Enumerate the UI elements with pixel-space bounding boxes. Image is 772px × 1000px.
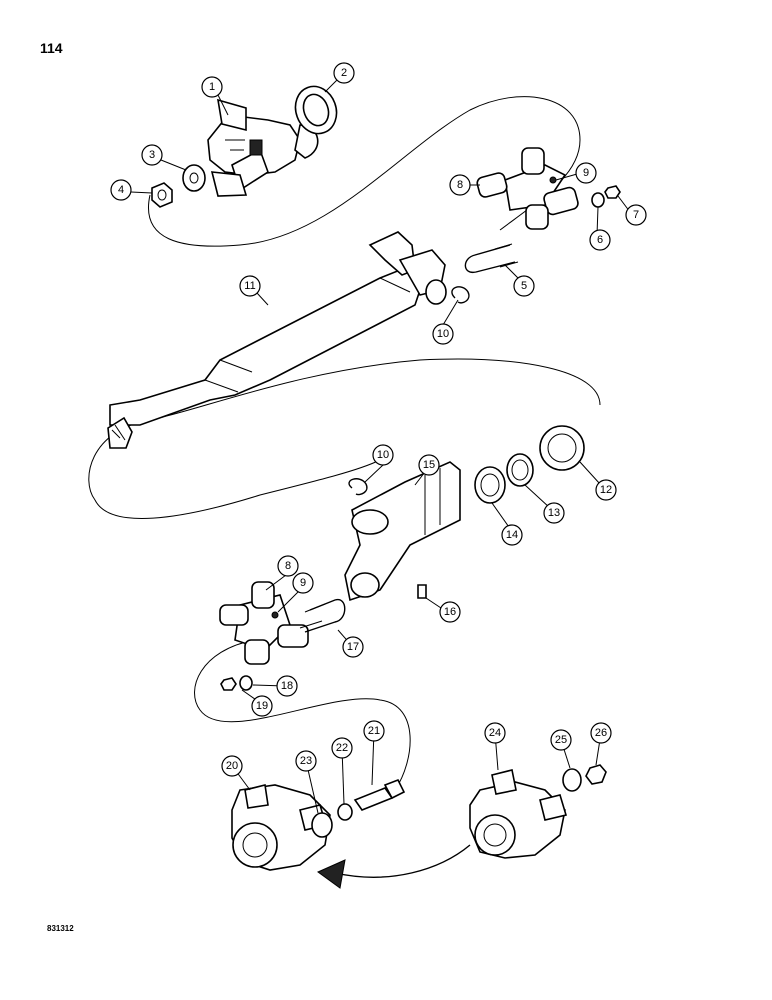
- drive-shaft-tube: [107, 231, 447, 449]
- callout-7: 7: [625, 204, 647, 226]
- svg-text:9: 9: [300, 577, 306, 589]
- grease-fitting: [417, 584, 427, 599]
- snap-ring-lower: [348, 478, 368, 496]
- callout-20: 20: [221, 755, 243, 777]
- seal-ring-top: [294, 85, 338, 135]
- callout-8-top: 8: [449, 174, 471, 196]
- callout-18: 18: [276, 675, 298, 697]
- svg-text:20: 20: [226, 760, 238, 772]
- middle-group-loop: [88, 358, 601, 519]
- page-number: 114: [40, 40, 63, 56]
- callout-16: 16: [439, 601, 461, 623]
- yoke-flange-top: [207, 98, 319, 197]
- universal-joint-cross-top: [476, 147, 579, 230]
- lock-washer-lower: [239, 675, 253, 691]
- washer-23: [311, 812, 333, 838]
- callout-10-lower: 10: [372, 444, 394, 466]
- svg-text:2: 2: [341, 67, 347, 79]
- upper-group-loop: [148, 96, 581, 247]
- callout-24: 24: [484, 722, 506, 744]
- svg-text:15: 15: [423, 459, 435, 471]
- callout-5: 5: [513, 275, 535, 297]
- lock-washer-22: [337, 803, 353, 821]
- svg-text:14: 14: [506, 529, 518, 541]
- svg-text:4: 4: [118, 184, 124, 196]
- lower-group-loop: [194, 639, 411, 791]
- svg-text:23: 23: [300, 755, 312, 767]
- flange-yoke-right: [469, 769, 568, 859]
- flange-yoke-left: [231, 784, 331, 871]
- svg-text:9: 9: [583, 167, 589, 179]
- svg-text:5: 5: [521, 280, 527, 292]
- svg-text:3: 3: [149, 149, 155, 161]
- callout-2: 2: [333, 62, 355, 84]
- callout-13: 13: [543, 502, 565, 524]
- svg-text:10: 10: [437, 328, 449, 340]
- arrow-head: [317, 859, 346, 889]
- ring-13: [506, 453, 534, 487]
- callout-3: 3: [141, 144, 163, 166]
- svg-text:8: 8: [285, 560, 291, 572]
- svg-text:21: 21: [368, 725, 380, 737]
- svg-text:16: 16: [444, 606, 456, 618]
- callout-23: 23: [295, 750, 317, 772]
- nut-26: [585, 764, 607, 785]
- callout-14: 14: [501, 524, 523, 546]
- svg-text:24: 24: [489, 727, 501, 739]
- bolt: [353, 778, 406, 811]
- callout-4: 4: [110, 179, 132, 201]
- svg-text:17: 17: [347, 641, 359, 653]
- callout-6: 6: [589, 229, 611, 251]
- ring-14: [474, 466, 506, 504]
- callout-22: 22: [331, 737, 353, 759]
- lock-washer-top: [591, 192, 605, 208]
- svg-text:1: 1: [209, 81, 215, 93]
- svg-text:26: 26: [595, 727, 607, 739]
- svg-text:7: 7: [633, 209, 639, 221]
- slip-yoke: [344, 461, 461, 602]
- callout-11: 11: [239, 275, 261, 297]
- callout-9-top: 9: [575, 162, 597, 184]
- callout-9-lower: 9: [292, 572, 314, 594]
- spline-sleeve: [539, 425, 585, 471]
- nut-small-top: [604, 185, 621, 199]
- snap-ring-top: [451, 286, 470, 304]
- callout-17: 17: [342, 636, 364, 658]
- callout-26: 26: [590, 722, 612, 744]
- washer-top: [182, 164, 206, 192]
- svg-text:8: 8: [457, 179, 463, 191]
- svg-text:11: 11: [244, 280, 255, 292]
- callout-25: 25: [550, 729, 572, 751]
- svg-text:22: 22: [336, 742, 348, 754]
- callout-15: 15: [418, 454, 440, 476]
- callout-12: 12: [595, 479, 617, 501]
- universal-joint-cross-lower: [219, 581, 309, 665]
- svg-text:13: 13: [548, 507, 560, 519]
- svg-text:10: 10: [377, 449, 389, 461]
- svg-text:12: 12: [600, 484, 612, 496]
- washer-25: [562, 768, 582, 792]
- u-bolt-top: [464, 243, 519, 273]
- svg-text:25: 25: [555, 734, 567, 746]
- svg-text:6: 6: [597, 234, 603, 246]
- callout-1: 1: [201, 76, 223, 98]
- nut-small-lower: [220, 677, 237, 691]
- callout-19: 19: [251, 695, 273, 717]
- u-bolt-lower: [299, 599, 346, 633]
- callout-10-top: 10: [432, 323, 454, 345]
- svg-text:18: 18: [281, 680, 293, 692]
- callout-21: 21: [363, 720, 385, 742]
- callout-8-lower: 8: [277, 555, 299, 577]
- svg-text:19: 19: [256, 700, 268, 712]
- figure-code: 831312: [47, 924, 74, 933]
- replacement-arrow: [334, 844, 471, 878]
- nut-top: [151, 182, 173, 208]
